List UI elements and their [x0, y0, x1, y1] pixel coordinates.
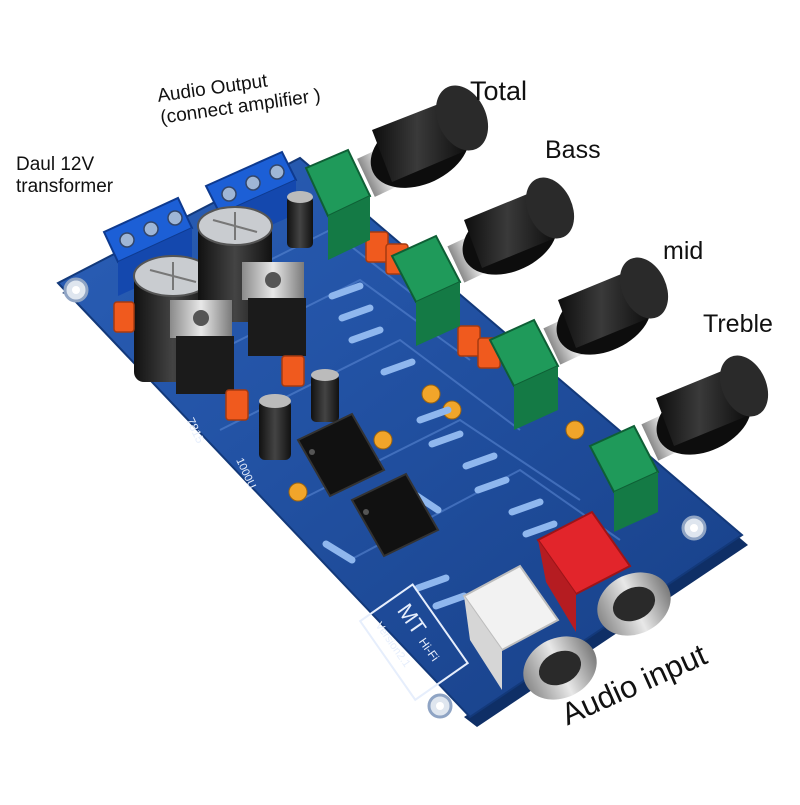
treble-knob[interactable] [645, 348, 778, 469]
transformer-label: Daul 12V transformer [16, 154, 113, 198]
op-amp-chips [296, 412, 440, 558]
rca-jack-left[interactable] [462, 564, 607, 711]
voltage-regulators [170, 262, 306, 394]
treble-label: Treble [703, 310, 773, 338]
total-label: Total [470, 76, 528, 106]
small-capacitors [259, 191, 339, 460]
mounting-holes [63, 277, 707, 719]
total-knob[interactable] [359, 77, 499, 203]
bass-label: Bass [545, 136, 601, 164]
mid-label: mid [663, 237, 704, 265]
resistors [322, 282, 558, 610]
bass-knob[interactable] [451, 170, 584, 289]
ceramic-capacitors [288, 384, 585, 502]
transformer-label-line2: transformer [16, 175, 114, 197]
transformer-label-line1: Daul 12V [16, 154, 95, 175]
mid-knob[interactable] [545, 250, 678, 369]
rca-jack-right[interactable] [536, 510, 681, 647]
